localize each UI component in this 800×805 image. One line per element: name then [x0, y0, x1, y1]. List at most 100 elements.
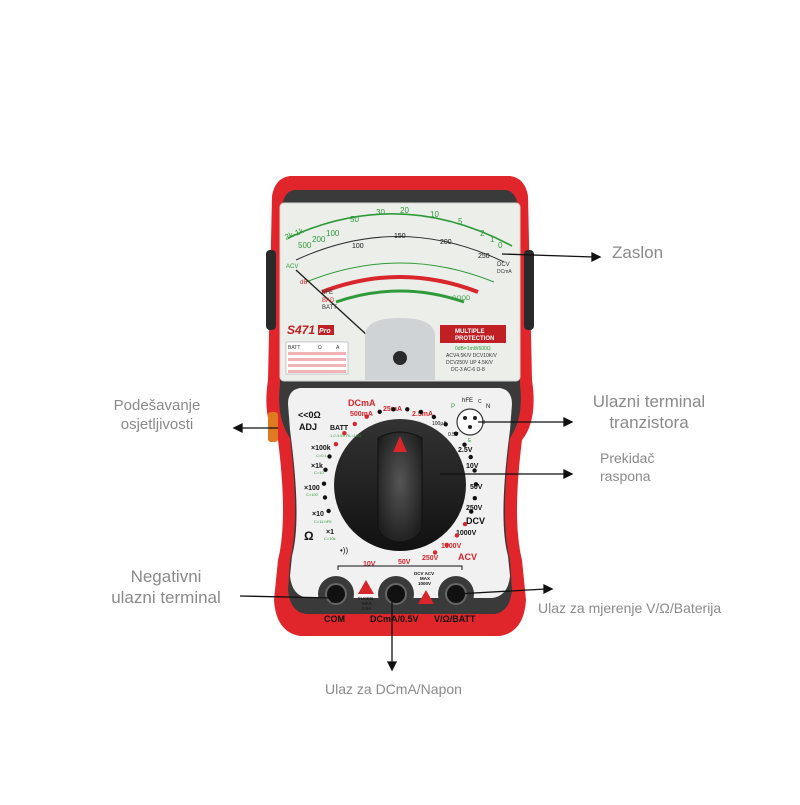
left-grip — [266, 250, 276, 330]
callout-negative-line1: Negativni — [130, 567, 202, 586]
max-line-1: DCV ACV — [414, 571, 434, 576]
fuse-warning-icon — [358, 580, 374, 594]
batt-table-h1: BATT — [288, 345, 300, 351]
dial-x1k: ×1k — [311, 463, 323, 470]
dcma-terminal[interactable] — [385, 583, 407, 605]
com-label: COM — [324, 614, 345, 624]
callout-negative: Negativni ulazni terminal — [96, 566, 236, 609]
dial-position-dot — [352, 421, 357, 427]
dial-1000v: 1000V — [456, 530, 477, 537]
fuse-line-3: 0.5A — [362, 606, 371, 611]
terminal-bracket — [337, 565, 463, 570]
dial-position-dot — [469, 509, 474, 514]
callout-sensitivity: Podešavanje osjetljivosti — [102, 397, 212, 435]
protection-badge — [440, 325, 506, 343]
scale-top-number: 2 — [480, 229, 485, 238]
model-suffix: Pro — [319, 328, 331, 335]
scale-top-number: 100 — [326, 229, 340, 238]
max-line-3: 1000V — [418, 581, 431, 586]
protection-badge-line2: PROTECTION — [455, 336, 494, 342]
sensitivity-adjust-knob[interactable] — [268, 412, 278, 442]
dial-position-dot — [431, 414, 437, 420]
dial-x1k-sub: C=10 — [314, 470, 324, 475]
hfe-n-label: N — [486, 404, 490, 410]
dial-position-dot — [418, 409, 424, 415]
dial-batt-sub: 1.2-3.6V RL=10Ω — [330, 433, 361, 438]
dial-position-dot — [462, 442, 467, 447]
callout-display: Zaslon — [612, 243, 664, 262]
dial-2-5ma: 2.5mA — [412, 411, 433, 418]
callout-transistor-line1: Ulazni terminal — [592, 392, 706, 411]
dial-adj-top: <<0Ω — [298, 410, 321, 420]
dial-position-dot — [377, 409, 382, 414]
com-terminal[interactable] — [325, 583, 347, 605]
dial-position-dot — [443, 422, 448, 427]
dial-dcma-header: DCmA — [348, 398, 376, 408]
dial-position-dot — [462, 521, 468, 527]
callout-sensitivity-line2: osjetljivosti — [120, 415, 194, 433]
dial-dcv: DCV — [466, 516, 485, 526]
dial-acv: ACV — [458, 552, 477, 562]
scale-acv-label: ACV — [286, 264, 298, 270]
callout-range-line2: raspona — [600, 467, 651, 484]
scale-top-number: 10 — [430, 210, 439, 219]
scale-top-number: 50 — [350, 215, 359, 224]
negative-arrow-head — [331, 592, 342, 604]
buzzer-icon: •)) — [340, 546, 348, 555]
batt-table-rows — [288, 352, 346, 373]
info-line-2: ACV4.5K/V DCV10K/V — [446, 353, 498, 359]
hfe-socket-pin-2 — [473, 416, 477, 420]
dial-x10-sub: C=1k hFE — [314, 519, 332, 524]
callout-range: Prekidač raspona — [600, 450, 654, 485]
scale-top-number: 1 — [490, 235, 495, 244]
dial-adj-label: ADJ — [299, 422, 317, 432]
scale-batt-label: BATT — [322, 305, 337, 311]
transistor-arrow-head — [563, 416, 574, 428]
scale-top-number: 20 — [400, 206, 409, 215]
info-line-1: 0dB=1mW600Ω — [455, 346, 491, 352]
dial-2-5v: 2.5V — [458, 447, 473, 454]
info-line-3: DCV250V UP 4.5K/V — [446, 360, 494, 366]
scale-arc-outer — [287, 213, 513, 247]
dial-position-dot — [405, 407, 410, 412]
range-selector-knob[interactable] — [377, 431, 423, 543]
scale-good-label: GOOD — [452, 296, 471, 302]
callout-transistor: Ulazni terminal tranzistora — [574, 391, 724, 434]
scale-bad-label: BAD — [322, 298, 335, 304]
scale-arc-2 — [295, 236, 505, 263]
dial-x10: ×10 — [312, 511, 324, 518]
dial-position-dot — [327, 454, 332, 459]
callout-range-line1: Prekidač — [600, 450, 655, 466]
scale-dcv-label: DCV — [497, 262, 510, 268]
scale-mid-number: 200 — [440, 239, 452, 246]
dial-500ma: 500mA — [350, 411, 373, 418]
vohm-arrow-line — [455, 588, 547, 595]
scale-mid-number: 250 — [478, 253, 490, 260]
dial-position-dot — [432, 550, 438, 555]
scale-arc-red — [321, 275, 479, 294]
scale-db-label: dB — [300, 280, 307, 286]
dial-acv-1000v: 1000V — [441, 543, 462, 550]
batt-table — [285, 341, 349, 375]
callout-dcma-input: Ulaz za DCmA/Napon — [325, 681, 462, 697]
callout-sensitivity-line1: Podešavanje — [113, 397, 201, 414]
dial-acv-50v: 50V — [398, 559, 411, 566]
display-arrow-head — [591, 251, 602, 263]
hfe-label: hFE — [462, 398, 473, 404]
dial-10v: 10V — [466, 463, 479, 470]
fuse-line-1: FUSED — [358, 596, 374, 601]
display-arrow-line — [501, 253, 595, 258]
hfe-b-label: B — [482, 420, 486, 426]
needle-pivot — [393, 351, 407, 365]
fuse-line-2: MAX — [362, 601, 372, 606]
dial-ohm-symbol: Ω — [304, 529, 314, 543]
dial-acv-250v: 250V — [422, 555, 439, 562]
info-line-4: DC-3 AC-6 Ω-8 — [451, 367, 485, 373]
batt-table-h2: Ω — [318, 345, 322, 351]
dial-position-dot — [454, 533, 460, 538]
dial-50v: 50V — [470, 484, 483, 491]
callout-transistor-line2: tranzistora — [609, 413, 689, 433]
